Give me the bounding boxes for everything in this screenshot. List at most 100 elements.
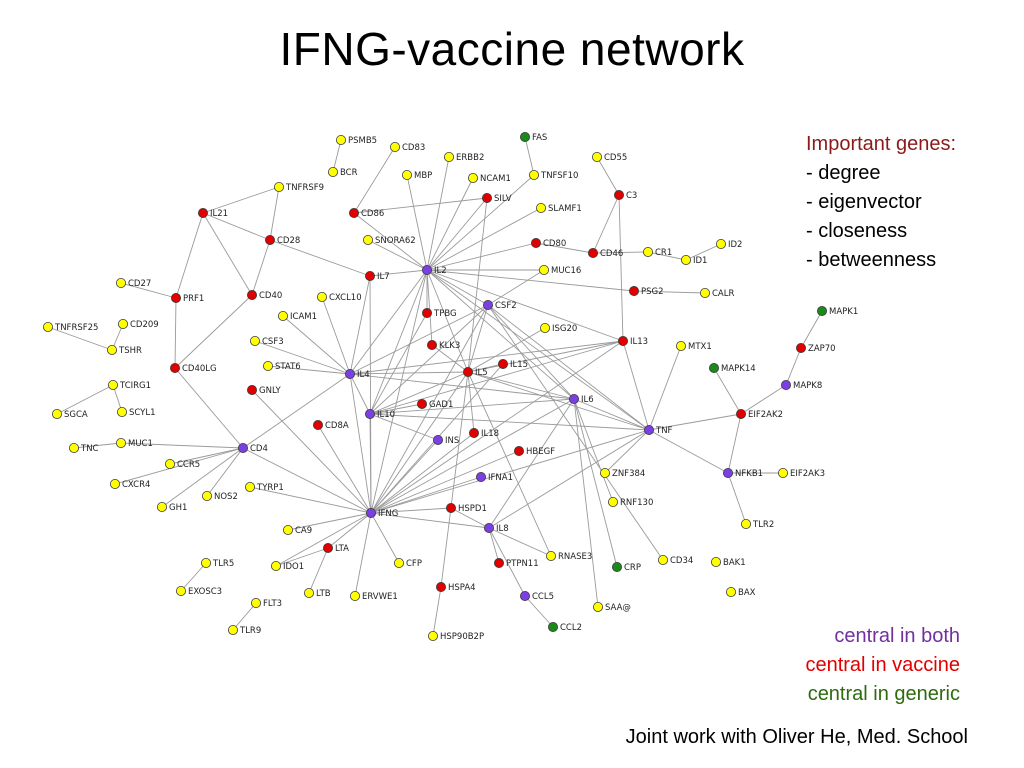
gene-node-dot — [327, 166, 338, 177]
edge-il6-ifng — [370, 398, 575, 514]
edge-cd86-il2 — [353, 212, 428, 271]
edge-il2-klk3 — [426, 269, 433, 346]
gene-node-label: ERBB2 — [456, 153, 484, 163]
gene-node-label: SCYL1 — [129, 408, 156, 418]
gene-node-csf3: CSF3 — [249, 335, 284, 347]
gene-node-label: TNFSF10 — [540, 171, 578, 181]
gene-node-label: CCL5 — [532, 592, 554, 602]
edge-cd80-cd46 — [535, 242, 594, 254]
gene-node-dot — [612, 562, 623, 573]
gene-node-tnfrsf9: TNFRSF9 — [273, 181, 324, 193]
edge-c3-cd46 — [592, 194, 620, 254]
gene-node-label: CFP — [406, 559, 422, 569]
gene-node-dot — [110, 478, 121, 489]
edge-cd40lg-cd4 — [174, 367, 244, 449]
gene-node-ptpn11: PTPN11 — [493, 558, 539, 569]
gene-node-label: CD40 — [259, 291, 282, 301]
gene-node-label: ZNF384 — [612, 469, 645, 479]
edge-il4-cd4 — [242, 373, 351, 449]
gene-node-tnf: TNF — [644, 424, 673, 436]
gene-node-dot — [497, 358, 508, 369]
edge-il8-ptpn11 — [488, 527, 500, 564]
gene-node-rnase3: RNASE3 — [546, 551, 592, 562]
gene-node-label: KLK3 — [439, 341, 460, 351]
gene-node-fas: FAS — [520, 131, 547, 143]
edge-il8-rnase3 — [488, 527, 552, 557]
gene-node-label: RNF130 — [620, 498, 653, 508]
edge-tnc-muc1 — [73, 442, 122, 449]
gene-node-label: ERVWE1 — [362, 592, 398, 602]
gene-node-label: NOS2 — [214, 492, 238, 502]
gene-node-label: TNFRSF9 — [285, 183, 324, 193]
edge-cd80-il2 — [426, 242, 537, 271]
gene-node-snora62: SNORA62 — [362, 234, 416, 246]
gene-node-label: ID2 — [728, 240, 742, 250]
edge-lta-ltb — [308, 547, 329, 594]
edge-ifng-ido1 — [275, 512, 372, 567]
gene-node-dot — [175, 586, 186, 597]
gene-node-label: CCR5 — [177, 460, 200, 470]
gene-node-ccl5: CCL5 — [520, 591, 554, 602]
gene-node-bak1: BAK1 — [711, 557, 746, 568]
edge-cd55-c3 — [596, 156, 620, 196]
gene-node-dot — [643, 246, 654, 257]
important-genes-heading: Important genes: — [806, 133, 957, 155]
gene-node-c3: C3 — [614, 189, 637, 201]
gene-node-label: TLR2 — [752, 520, 774, 530]
gene-node-dot — [781, 379, 792, 390]
gene-node-il7: IL7 — [364, 270, 390, 282]
edge-mapk8-eif2ak2 — [740, 384, 787, 415]
edge-klk3-il5 — [431, 344, 469, 373]
edge-ncam1-il2 — [426, 177, 474, 271]
important-genes-panel: Important genes: - degree - eigenvector … — [806, 130, 956, 275]
gene-node-label: SGCA — [64, 410, 88, 420]
edge-il13-tnf — [622, 340, 650, 431]
gene-node-il15: IL15 — [497, 358, 528, 370]
gene-node-dot — [443, 151, 454, 162]
legend-central-generic: central in generic — [807, 683, 960, 705]
edge-ifng-cfp — [370, 512, 400, 564]
edge-psg2-calr — [633, 290, 706, 294]
gene-node-icam1: ICAM1 — [277, 310, 317, 322]
gene-node-il13: IL13 — [618, 335, 648, 347]
gene-node-id1: ID1 — [681, 254, 707, 266]
gene-node-dot — [277, 310, 288, 321]
gene-node-eif2ak2: EIF2AK2 — [736, 408, 783, 420]
gene-node-psmb5: PSMB5 — [335, 134, 377, 146]
gene-node-label: HSPA4 — [448, 583, 476, 593]
edge-eif2ak2-tnf — [648, 413, 742, 431]
edge-il5-il10 — [369, 371, 469, 415]
important-genes-item: - closeness — [806, 220, 908, 242]
edge-cd4-cxcr4 — [114, 447, 244, 485]
gene-node-dot — [249, 335, 260, 346]
gene-node-dot — [629, 285, 640, 296]
gene-node-dot — [726, 587, 737, 598]
gene-node-cd28: CD28 — [264, 234, 300, 246]
gene-node-label: SLAMF1 — [548, 204, 582, 214]
credit-footer: Joint work with Oliver He, Med. School — [625, 726, 968, 748]
gene-node-dot — [467, 172, 478, 183]
gene-node-dot — [778, 467, 789, 478]
gene-node-lta: LTA — [322, 543, 349, 554]
gene-node-dot — [250, 598, 261, 609]
gene-node-mapk1: MAPK1 — [817, 305, 858, 317]
gene-node-label: IL10 — [377, 410, 395, 420]
gene-node-dot — [246, 384, 257, 395]
gene-node-tlr2: TLR2 — [741, 519, 774, 530]
edge-csf2-il5 — [467, 304, 489, 373]
gene-node-erbb2: ERBB2 — [443, 151, 484, 163]
gene-node-label: STAT6 — [275, 362, 301, 372]
gene-node-label: PRF1 — [183, 294, 204, 304]
gene-node-dot — [520, 131, 531, 142]
gene-node-ifna1: IFNA1 — [475, 471, 513, 483]
gene-node-nos2: NOS2 — [201, 490, 238, 502]
gene-node-gnly: GNLY — [246, 384, 282, 396]
gene-node-label: IFNG — [378, 509, 398, 519]
gene-node-label: CD28 — [277, 236, 300, 246]
edge-ifna1-ifng — [370, 476, 482, 514]
gene-node-label: MUC16 — [551, 266, 581, 276]
edge-il5-tnf — [467, 371, 650, 431]
edge-cd28-il7 — [269, 239, 371, 277]
edge-il21-prf1 — [175, 212, 204, 299]
edge-il2-il4 — [349, 269, 428, 375]
